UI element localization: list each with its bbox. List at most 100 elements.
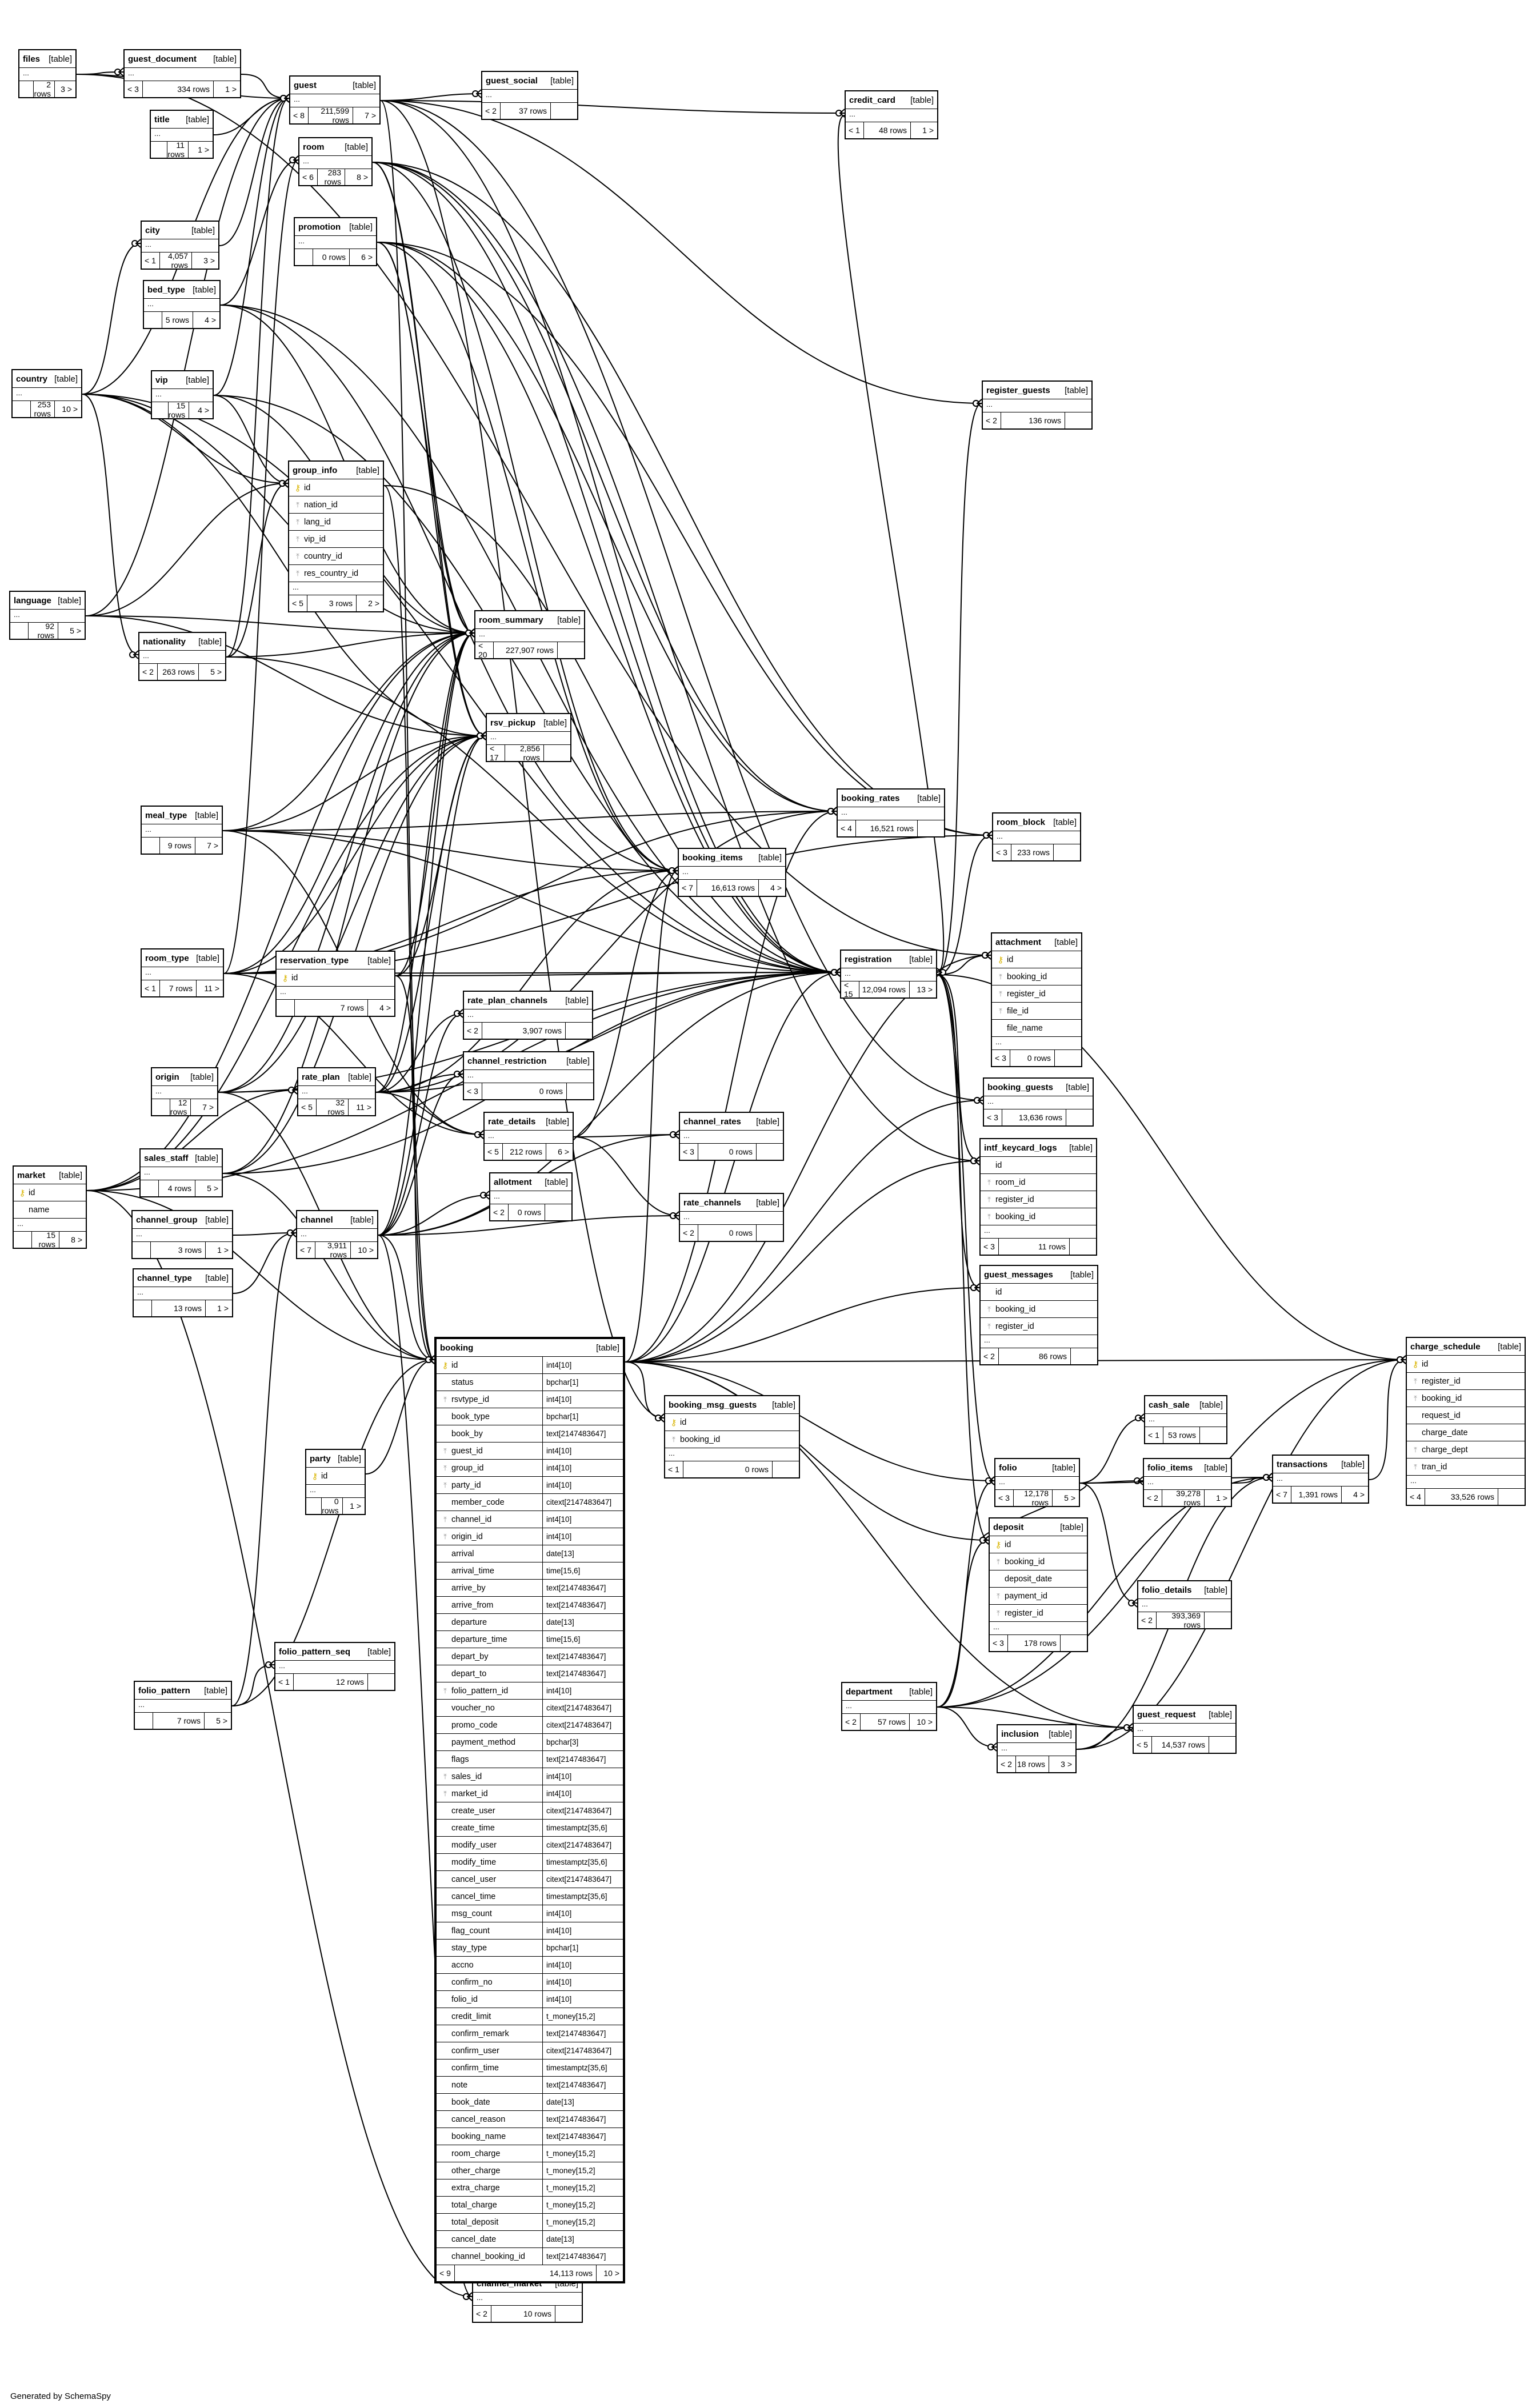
- child-count[interactable]: 1 >: [225, 85, 237, 94]
- parent-count[interactable]: < 15: [844, 980, 853, 999]
- child-count[interactable]: 4 >: [379, 1003, 391, 1012]
- parent-count[interactable]: < 7: [682, 883, 693, 892]
- child-count[interactable]: 11 >: [356, 1103, 371, 1112]
- child-count[interactable]: 8 >: [357, 173, 368, 182]
- table-guest-messages[interactable]: guest_messages[table]id⤒booking_id⤒regis…: [979, 1265, 1098, 1365]
- parent-count[interactable]: < 20: [478, 641, 487, 659]
- child-count[interactable]: 10 >: [603, 2269, 619, 2278]
- parent-count[interactable]: < 6: [302, 173, 314, 182]
- parent-count[interactable]: < 2: [142, 667, 154, 676]
- parent-count[interactable]: < 1: [668, 1465, 679, 1474]
- child-count[interactable]: 1 >: [1216, 1493, 1227, 1503]
- table-attachment[interactable]: attachment[table]⚷id⤒booking_id⤒register…: [991, 932, 1082, 1067]
- child-count[interactable]: 4 >: [205, 315, 216, 324]
- parent-count[interactable]: < 5: [301, 1103, 313, 1112]
- parent-count[interactable]: < 7: [1276, 1490, 1287, 1499]
- parent-count[interactable]: < 2: [476, 2309, 487, 2318]
- child-count[interactable]: 10 >: [917, 1717, 933, 1726]
- child-count[interactable]: 5 >: [216, 1716, 227, 1725]
- child-count[interactable]: 5 >: [207, 1184, 218, 1193]
- parent-count[interactable]: < 3: [995, 1053, 1006, 1063]
- child-count[interactable]: 4 >: [770, 883, 782, 892]
- parent-count[interactable]: < 2: [986, 416, 997, 425]
- child-count[interactable]: 5 >: [1064, 1493, 1075, 1503]
- parent-count[interactable]: < 1: [849, 126, 860, 135]
- child-count[interactable]: 4 >: [1353, 1490, 1365, 1499]
- parent-count[interactable]: < 2: [493, 1208, 505, 1217]
- parent-count[interactable]: < 5: [1137, 1740, 1148, 1749]
- parent-count[interactable]: < 4: [1410, 1492, 1421, 1501]
- parent-count[interactable]: < 2: [467, 1026, 478, 1035]
- child-count[interactable]: 7 >: [207, 841, 218, 850]
- parent-count[interactable]: < 4: [841, 824, 852, 833]
- parent-count[interactable]: < 2: [1141, 1616, 1153, 1625]
- child-count[interactable]: 1 >: [198, 145, 209, 154]
- parent-count[interactable]: < 8: [293, 111, 305, 120]
- table-charge-schedule[interactable]: charge_schedule[table]⚷id⤒register_id⤒bo…: [1406, 1337, 1526, 1506]
- child-count[interactable]: 10 >: [62, 404, 78, 414]
- child-count[interactable]: 5 >: [210, 667, 222, 676]
- parent-count[interactable]: < 2: [1001, 1760, 1012, 1769]
- parent-count[interactable]: < 17: [490, 744, 499, 762]
- table-booking-msg-guests[interactable]: booking_msg_guests[table]⚷id⤒booking_id.…: [664, 1395, 800, 1479]
- child-count[interactable]: 3 >: [1061, 1760, 1072, 1769]
- parent-count[interactable]: < 2: [983, 1352, 995, 1361]
- parent-count[interactable]: < 1: [145, 256, 156, 265]
- table-group-info[interactable]: group_info[table]⚷id⤒nation_id⤒lang_id⤒v…: [288, 460, 384, 612]
- child-count[interactable]: 11 >: [204, 984, 219, 993]
- parent-count[interactable]: < 1: [1148, 1431, 1159, 1440]
- parent-count[interactable]: < 3: [987, 1113, 998, 1122]
- parent-count[interactable]: < 3: [683, 1147, 694, 1156]
- parent-count[interactable]: < 2: [683, 1228, 694, 1237]
- child-count[interactable]: 7 >: [202, 1103, 214, 1112]
- parent-count[interactable]: < 2: [1147, 1493, 1158, 1503]
- child-count[interactable]: 4 >: [198, 406, 209, 415]
- child-count[interactable]: 5 >: [70, 626, 81, 635]
- parent-count[interactable]: < 3: [467, 1087, 478, 1096]
- parent-count[interactable]: < 1: [145, 984, 156, 993]
- parent-count[interactable]: < 1: [278, 1677, 290, 1686]
- child-count[interactable]: 8 >: [71, 1235, 82, 1244]
- child-count[interactable]: 1 >: [922, 126, 934, 135]
- child-count[interactable]: 1 >: [350, 1501, 361, 1510]
- parent-count[interactable]: < 2: [485, 106, 497, 115]
